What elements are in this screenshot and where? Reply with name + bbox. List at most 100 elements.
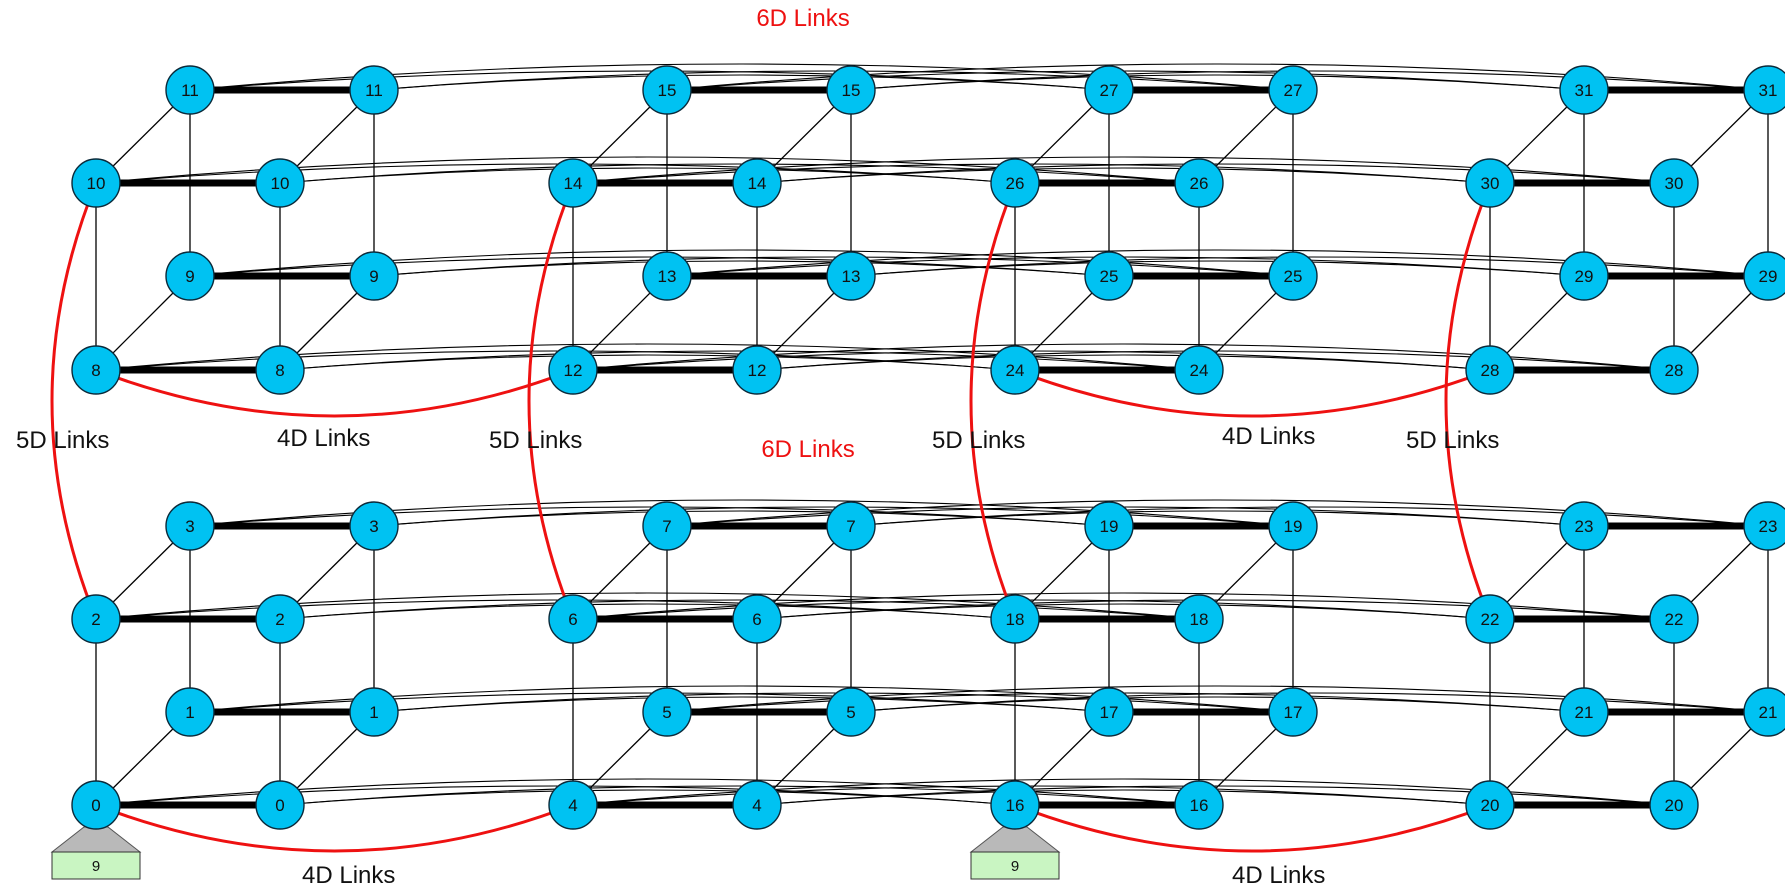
node-2: 2 xyxy=(255,594,305,644)
node-12: 12 xyxy=(548,345,598,395)
node-label: 0 xyxy=(275,796,284,815)
node-11: 11 xyxy=(165,65,215,115)
node-label: 21 xyxy=(1759,703,1778,722)
node-circle xyxy=(1465,345,1515,395)
node-circle xyxy=(349,251,399,301)
node-label: 0 xyxy=(91,796,100,815)
node-circle xyxy=(1559,501,1609,551)
node-label: 25 xyxy=(1100,267,1119,286)
node-13: 13 xyxy=(826,251,876,301)
long-link xyxy=(373,510,1110,527)
node-label: 17 xyxy=(1284,703,1303,722)
node-label: 5 xyxy=(846,703,855,722)
node-label: 19 xyxy=(1100,517,1119,536)
long-link xyxy=(756,789,1491,806)
base-cap xyxy=(50,826,142,853)
node-circle xyxy=(1743,687,1785,737)
long-link xyxy=(189,63,1294,91)
long-link xyxy=(756,354,1491,371)
red-link-8-12 xyxy=(95,368,574,418)
node-label: 5 xyxy=(662,703,671,722)
node-label: 31 xyxy=(1759,81,1778,100)
node-circle xyxy=(349,687,399,737)
node-label: 9 xyxy=(369,267,378,286)
node-label: 18 xyxy=(1190,610,1209,629)
node-23: 23 xyxy=(1743,501,1785,551)
node-circle xyxy=(1465,158,1515,208)
long-link xyxy=(666,63,1769,91)
node-label: 12 xyxy=(564,361,583,380)
node-label: 15 xyxy=(658,81,677,100)
node-label: 26 xyxy=(1190,174,1209,193)
label-5d-links-3: 5D Links xyxy=(932,427,1025,454)
red-link-14-6 xyxy=(527,182,575,620)
node-11: 11 xyxy=(349,65,399,115)
node-6: 6 xyxy=(548,594,598,644)
node-21: 21 xyxy=(1559,687,1609,737)
node-label: 24 xyxy=(1006,361,1025,380)
node-24: 24 xyxy=(990,345,1040,395)
long-link xyxy=(373,74,1110,91)
node-circle xyxy=(1559,687,1609,737)
node-19: 19 xyxy=(1084,501,1134,551)
node-8: 8 xyxy=(71,345,121,395)
base-cap xyxy=(969,826,1061,853)
node-circle xyxy=(1465,780,1515,830)
node-label: 11 xyxy=(365,81,383,100)
long-link xyxy=(850,510,1585,527)
node-1: 1 xyxy=(165,687,215,737)
node-label: 1 xyxy=(185,703,194,722)
node-28: 28 xyxy=(1465,345,1515,395)
node-label: 16 xyxy=(1190,796,1209,815)
label-4d-links-top-right: 4D Links xyxy=(1222,423,1315,450)
red-link-30-22 xyxy=(1444,182,1492,620)
node-label: 8 xyxy=(275,361,284,380)
node-label: 12 xyxy=(748,361,767,380)
node-circle xyxy=(71,594,121,644)
node-label: 7 xyxy=(662,517,671,536)
node-label: 8 xyxy=(91,361,100,380)
node-7: 7 xyxy=(642,501,692,551)
node-9: 9 xyxy=(165,251,215,301)
node-label: 14 xyxy=(564,174,583,193)
node-18: 18 xyxy=(1174,594,1224,644)
node-0: 0 xyxy=(255,780,305,830)
node-label: 6 xyxy=(752,610,761,629)
node-label: 30 xyxy=(1481,174,1500,193)
long-link xyxy=(279,603,1016,620)
node-30: 30 xyxy=(1649,158,1699,208)
node-circle xyxy=(642,501,692,551)
node-20: 20 xyxy=(1649,780,1699,830)
long-link xyxy=(666,249,1769,277)
label-4d-links-bottom-left: 4D Links xyxy=(302,862,395,889)
node-31: 31 xyxy=(1559,65,1609,115)
node-circle xyxy=(255,780,305,830)
node-label: 20 xyxy=(1665,796,1684,815)
node-label: 9 xyxy=(185,267,194,286)
node-label: 14 xyxy=(748,174,767,193)
node-circle xyxy=(642,65,692,115)
node-17: 17 xyxy=(1268,687,1318,737)
long-link xyxy=(572,778,1675,806)
node-circle xyxy=(732,780,782,830)
node-circle xyxy=(1174,594,1224,644)
node-23: 23 xyxy=(1559,501,1609,551)
node-27: 27 xyxy=(1084,65,1134,115)
node-label: 30 xyxy=(1665,174,1684,193)
node-16: 16 xyxy=(1174,780,1224,830)
node-circle xyxy=(1649,594,1699,644)
node-label: 21 xyxy=(1575,703,1594,722)
node-3: 3 xyxy=(165,501,215,551)
node-circle xyxy=(990,594,1040,644)
thick-link-layer xyxy=(96,86,1768,809)
base-box xyxy=(51,851,141,880)
node-circle xyxy=(71,345,121,395)
node-label: 7 xyxy=(846,517,855,536)
node-4: 4 xyxy=(732,780,782,830)
node-circle xyxy=(165,251,215,301)
node-circle xyxy=(732,345,782,395)
long-link xyxy=(850,696,1585,713)
node-14: 14 xyxy=(732,158,782,208)
